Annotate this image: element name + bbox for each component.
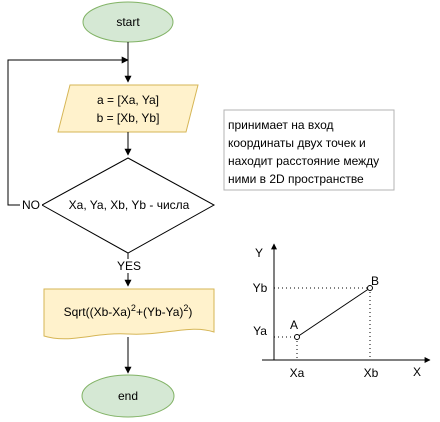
end-node: end bbox=[81, 374, 175, 418]
no-label: NO bbox=[22, 198, 40, 212]
point-a-label: A bbox=[290, 318, 298, 332]
decision-node: Xa, Ya, Xb, Yb - числа bbox=[40, 157, 216, 254]
start-label: start bbox=[116, 15, 140, 29]
end-label: end bbox=[118, 389, 138, 403]
input-line-a: a = [Xa, Ya] bbox=[97, 93, 159, 107]
yes-label: YES bbox=[117, 259, 141, 273]
formula-node: Sqrt((Xb-Xa)2+(Yb-Ya)2) bbox=[43, 288, 215, 340]
tick-yb: Yb bbox=[253, 281, 268, 295]
formula-suffix: ) bbox=[188, 305, 192, 319]
description-note: принимает на вход координаты двух точек … bbox=[223, 109, 395, 191]
formula-prefix: Sqrt((Xb-Xa) bbox=[64, 305, 131, 319]
coordinate-plot: Y X A B Yb Ya Xa Xb bbox=[253, 243, 431, 380]
formula-mid: +(Yb-Ya) bbox=[136, 305, 183, 319]
y-axis-label: Y bbox=[255, 246, 263, 260]
no-label-bg bbox=[20, 198, 42, 212]
decision-label: Xa, Ya, Xb, Yb - числа bbox=[69, 198, 190, 212]
yes-label-bg bbox=[115, 259, 143, 273]
tick-ya: Ya bbox=[253, 324, 267, 338]
start-node: start bbox=[82, 1, 174, 43]
segment-ab bbox=[296, 287, 371, 338]
note-line-1: принимает на вход bbox=[228, 118, 334, 132]
note-line-2: координаты двух точек и bbox=[228, 136, 366, 150]
x-axis-label: X bbox=[413, 365, 421, 379]
tick-xb: Xb bbox=[364, 366, 379, 380]
formula-sup-2: 2 bbox=[183, 303, 188, 313]
formula-text: Sqrt((Xb-Xa)2+(Yb-Ya)2) bbox=[64, 303, 193, 319]
point-a-marker bbox=[294, 334, 300, 340]
point-b-marker bbox=[367, 285, 373, 291]
formula-sup-1: 2 bbox=[131, 303, 136, 313]
input-line-b: b = [Xb, Yb] bbox=[97, 111, 160, 125]
note-line-3: находит расстояние между bbox=[228, 154, 379, 168]
input-node: a = [Xa, Ya] b = [Xb, Yb] bbox=[57, 84, 199, 133]
point-b-label: B bbox=[371, 274, 379, 288]
tick-xa: Xa bbox=[290, 366, 305, 380]
note-line-4: ними в 2D пространстве bbox=[228, 172, 364, 186]
